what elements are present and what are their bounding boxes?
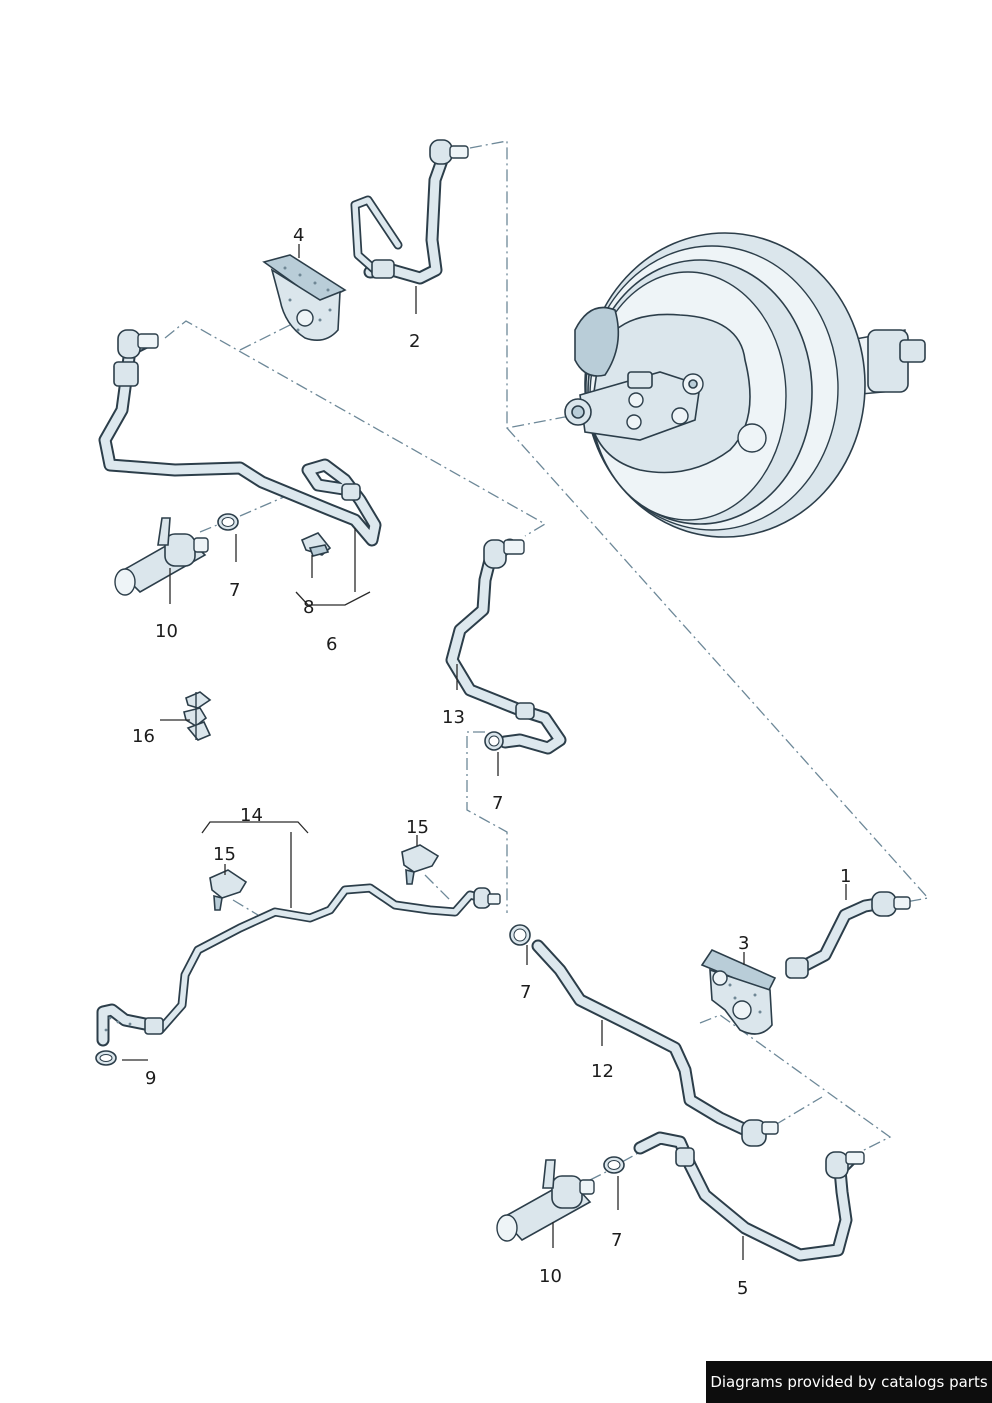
label-15-b: 15: [406, 817, 429, 838]
clamp-part-8: [300, 532, 332, 557]
label-5: 5: [737, 1278, 748, 1299]
clip-part-15-left: [209, 869, 248, 911]
label-12: 12: [591, 1061, 614, 1082]
clamp-part-7-c: [509, 924, 531, 946]
label-10-b: 10: [539, 1266, 562, 1287]
label-4: 4: [293, 225, 304, 246]
pipe-part-14: [155, 883, 501, 1035]
hose-part-12: [531, 939, 779, 1147]
label-7-c: 7: [520, 982, 531, 1003]
clamp-part-7-d: [603, 1156, 625, 1174]
label-14: 14: [240, 805, 263, 826]
hose-part-2: [350, 139, 469, 285]
label-16: 16: [132, 726, 155, 747]
hose-part-6: [98, 329, 382, 547]
hose-part-5: [633, 1131, 865, 1262]
credit-banner: Diagrams provided by catalogs parts: [706, 1361, 992, 1403]
label-7-a: 7: [229, 580, 240, 601]
label-6: 6: [326, 634, 337, 655]
label-3: 3: [738, 933, 749, 954]
clamp-part-7-b: [484, 731, 504, 751]
hose-part-1: [785, 891, 911, 979]
bracket-part-3: [700, 948, 777, 1035]
label-13: 13: [442, 707, 465, 728]
hose-part-13: [445, 538, 567, 755]
label-8: 8: [303, 597, 314, 618]
brake-booster: [564, 232, 926, 538]
label-15-a: 15: [213, 844, 236, 865]
clamp-part-7-a: [217, 513, 239, 531]
label-10-a: 10: [155, 621, 178, 642]
label-7-b: 7: [492, 793, 503, 814]
label-7-d: 7: [611, 1230, 622, 1251]
valve-part-10-lower: [496, 1159, 595, 1242]
part-labels: 1 2 3 4 5 6 7 7 7 7 8 9 10 10 12 13 14 1…: [132, 225, 851, 1299]
label-2: 2: [409, 331, 420, 352]
clip-part-16: [183, 691, 212, 741]
valve-part-10-upper: [114, 517, 209, 596]
label-1: 1: [840, 866, 851, 887]
leader-lines: [122, 244, 847, 1260]
label-9: 9: [145, 1068, 156, 1089]
hose-part-9: [95, 1003, 164, 1066]
bracket-part-4: [262, 254, 347, 341]
clip-part-15-right: [401, 844, 440, 885]
